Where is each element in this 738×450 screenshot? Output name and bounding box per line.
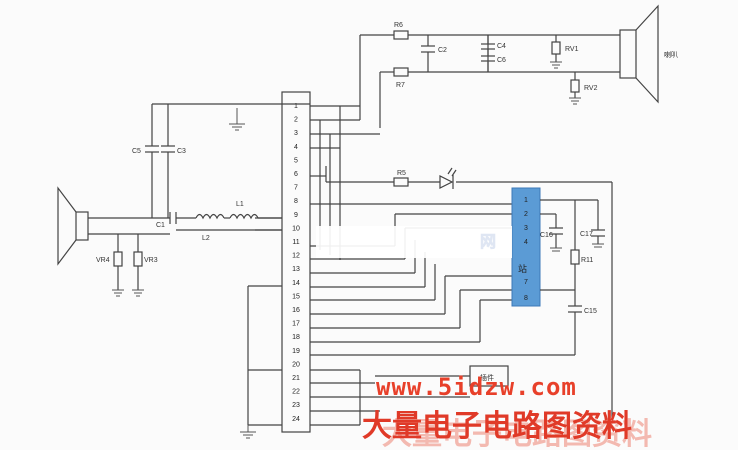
capacitor-c6 — [481, 49, 495, 62]
connector-pin-7: 7 — [294, 185, 298, 192]
speaker-right-label: 喇叭 — [664, 50, 678, 59]
c17-label: C17 — [580, 231, 593, 238]
connector-pin-12: 12 — [292, 253, 300, 260]
connector-pin-6: 6 — [294, 171, 298, 178]
output-network-wires — [359, 34, 620, 128]
r11-label: R11 — [581, 257, 593, 264]
ic-pin-labels: 1 2 3 4 7 8 — [524, 197, 528, 302]
ground-rv2 — [569, 97, 581, 105]
connector-pin-9: 9 — [294, 212, 298, 219]
capacitor-c1 — [169, 212, 177, 224]
l2-label: L2 — [202, 235, 210, 242]
inductor-l2 — [195, 213, 225, 220]
capacitor-c5 — [145, 145, 159, 153]
c2-label: C2 — [438, 47, 447, 54]
connector-pin-8: 8 — [294, 198, 298, 205]
watermark-title: 大量电子电路图资料 — [362, 409, 632, 444]
resistor-r11 — [570, 249, 580, 265]
l1-label: L1 — [236, 201, 244, 208]
c5-label: C5 — [132, 148, 141, 155]
ground-top — [229, 108, 245, 131]
watermark-url: www.5idzw.com — [376, 373, 577, 401]
connector-pin-20: 20 — [292, 361, 300, 368]
connector-pin-4: 4 — [294, 144, 298, 151]
connector-block — [281, 91, 311, 433]
connector-pin-13: 13 — [292, 266, 300, 273]
inductor-l1 — [229, 213, 259, 220]
pin-bus-wires — [247, 105, 613, 426]
connector-pin-17: 17 — [292, 321, 300, 328]
connector-pin-21: 21 — [292, 375, 300, 382]
watermark-ghost-text: 网 — [480, 232, 496, 251]
c6-label: C6 — [497, 57, 506, 64]
connector-pin-3: 3 — [294, 130, 298, 137]
c1-label: C1 — [156, 222, 165, 229]
rv1-label: RV1 — [565, 46, 579, 53]
small-box-label: 插件 — [480, 373, 494, 382]
connector-pin-1: 1 — [294, 103, 298, 110]
c15-label: C15 — [584, 308, 597, 315]
r7-label: R7 — [396, 82, 405, 89]
resistor-vr3 — [133, 251, 143, 267]
resistor-r7 — [393, 67, 409, 77]
resistor-r6 — [393, 30, 409, 40]
resistor-rv1 — [551, 41, 561, 55]
vr4-label: VR4 — [96, 257, 110, 264]
resistor-vr4 — [113, 251, 123, 267]
led — [439, 167, 457, 189]
r5-label: R5 — [397, 170, 406, 177]
ic-pin-8: 8 — [524, 295, 528, 302]
ground-bottom — [240, 425, 256, 439]
capacitor-c2 — [421, 45, 435, 53]
speaker-right — [619, 4, 659, 104]
capacitor-c17 — [591, 229, 605, 237]
ic-side-wires — [540, 199, 599, 355]
connector-pin-16: 16 — [292, 307, 300, 314]
connector-pin-2: 2 — [294, 117, 298, 124]
ic-label: 站 — [518, 263, 527, 274]
ground-rv1 — [550, 61, 562, 69]
capacitor-c3 — [161, 145, 175, 153]
watermark-title-shadow: 大量电子电路图资料 — [382, 417, 652, 450]
connector-pin-23: 23 — [292, 402, 300, 409]
capacitor-c16 — [549, 227, 563, 235]
left-wires — [88, 103, 310, 290]
ic-pin-3: 3 — [524, 225, 528, 232]
connector-pin-19: 19 — [292, 348, 300, 355]
rv2-label: RV2 — [584, 85, 598, 92]
connector-pin-10: 10 — [292, 225, 300, 232]
connector-pin-22: 22 — [292, 389, 300, 396]
capacitor-c15 — [568, 305, 582, 313]
r6-label: R6 — [394, 22, 403, 29]
ic-pin-1: 1 — [524, 197, 528, 204]
c3-label: C3 — [177, 148, 186, 155]
connector-pin-15: 15 — [292, 293, 300, 300]
connector-pin-5: 5 — [294, 157, 298, 164]
c4-label: C4 — [497, 43, 506, 50]
vr3-label: VR3 — [144, 257, 158, 264]
ground-c16 — [550, 247, 562, 252]
ic-pin-4: 4 — [524, 239, 528, 246]
watermark-ghost-band — [316, 226, 512, 258]
speaker-left — [57, 186, 89, 266]
resistor-rv2 — [570, 79, 580, 93]
c16-label: C16 — [540, 232, 553, 239]
connector-pin-24: 24 — [292, 416, 300, 423]
connector-pin-11: 11 — [292, 239, 299, 246]
ground-vr — [112, 289, 144, 297]
connector-pin-14: 14 — [292, 280, 300, 287]
ic-pin-2: 2 — [524, 211, 528, 218]
resistor-r5 — [393, 177, 409, 187]
connector-pin-18: 18 — [292, 334, 300, 341]
ic-pin-7: 7 — [524, 279, 528, 286]
ground-c17 — [592, 243, 604, 248]
ic-block — [511, 187, 541, 307]
